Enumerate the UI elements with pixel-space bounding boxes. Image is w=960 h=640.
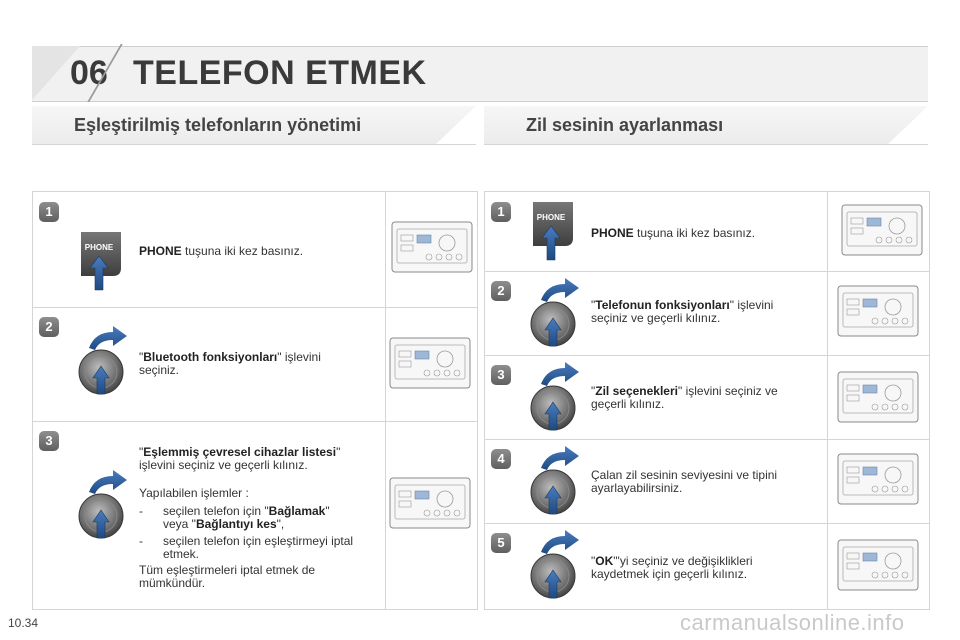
step-number-badge: 2 xyxy=(491,281,511,301)
right-step-1: 1 PHONE tuşuna iki kez basınız. xyxy=(485,192,929,272)
radio-unit-icon xyxy=(841,204,923,256)
header-band xyxy=(32,46,928,102)
watermark: carmanualsonline.info xyxy=(680,610,905,635)
left-step-2: 2 "Bluetooth fonksiyonları" işlevini seç… xyxy=(33,307,477,422)
right-step-3: 3 "Zil seçenekleri" işlevini seçiniz ve … xyxy=(485,355,929,440)
step-instruction: "Bluetooth fonksiyonları" işlevini seçin… xyxy=(139,350,321,377)
left-section-title: Eşleştirilmiş telefonların yönetimi xyxy=(74,115,362,135)
right-section-title: Zil sesinin ayarlanması xyxy=(526,115,724,135)
rotary-knob-icon xyxy=(530,445,580,515)
phone-button-icon xyxy=(532,201,574,261)
rotary-knob-icon xyxy=(530,529,580,599)
step-number-badge: 1 xyxy=(491,202,511,222)
rotary-knob-icon xyxy=(530,277,580,347)
left-steps-panel: 1 PHONE tuşuna iki kez basınız. 2 "Bluet… xyxy=(32,191,478,610)
left-section-heading: Eşleştirilmiş telefonların yönetimi xyxy=(32,106,476,145)
step-instruction: "Eşlemmiş çevresel cihazlar listesi" işl… xyxy=(139,445,341,472)
radio-unit-icon xyxy=(837,285,919,337)
chapter-number: 06 xyxy=(70,54,108,92)
rotary-knob-icon xyxy=(78,469,128,539)
step-instruction: "Zil seçenekleri" işlevini seçiniz ve ge… xyxy=(591,384,778,411)
left-step-1: 1 PHONE tuşuna iki kez basınız. xyxy=(33,192,477,308)
step-number-badge: 3 xyxy=(39,431,59,451)
radio-unit-icon xyxy=(837,371,919,423)
radio-unit-icon xyxy=(837,453,919,505)
right-steps-panel: 1 PHONE tuşuna iki kez basınız. 2 "Telef… xyxy=(484,191,930,610)
step-number-badge: 4 xyxy=(491,449,511,469)
step-instruction: "OK"'yi seçiniz ve değişiklikleri kaydet… xyxy=(591,554,753,581)
step-number-badge: 1 xyxy=(39,202,59,222)
page-number: 10.34 xyxy=(8,616,39,630)
phone-button-icon xyxy=(80,231,122,291)
step-number-badge: 3 xyxy=(491,365,511,385)
step-instruction: PHONE tuşuna iki kez basınız. xyxy=(591,226,756,240)
header-corner xyxy=(32,46,80,100)
left-step-3: 3 "Eşlemmiş çevresel cihazlar listesi" i… xyxy=(33,421,477,609)
cancel-all-note: Tüm eşleştirmeleri iptal etmek de mümkün… xyxy=(139,563,316,590)
radio-unit-icon xyxy=(837,539,919,591)
step-number-badge: 2 xyxy=(39,317,59,337)
right-step-2: 2 "Telefonun fonksiyonları" işlevini seç… xyxy=(485,271,929,356)
step-number-badge: 5 xyxy=(491,533,511,553)
radio-unit-icon xyxy=(389,477,471,529)
radio-unit-icon xyxy=(391,221,473,273)
step-instruction: PHONE tuşuna iki kez basınız. xyxy=(139,244,304,258)
step-instruction: "Telefonun fonksiyonları" işlevini seçin… xyxy=(591,298,774,325)
radio-unit-icon xyxy=(389,337,471,389)
page-title: TELEFON ETMEK xyxy=(133,54,427,92)
right-step-4: 4 Çalan zil sesinin seviyesini ve tipini… xyxy=(485,439,929,524)
right-section-heading: Zil sesinin ayarlanması xyxy=(484,106,928,145)
bullet-dash: - xyxy=(139,504,143,518)
rotary-knob-icon xyxy=(78,325,128,395)
bullet-dash: - xyxy=(139,534,143,548)
operations-heading: Yapılabilen işlemler : xyxy=(139,486,249,500)
step-instruction: Çalan zil sesinin seviyesini ve tipini a… xyxy=(591,468,778,495)
rotary-knob-icon xyxy=(530,361,580,431)
bullet-cancel-pairing: seçilen telefon için eşleştirmeyi iptal … xyxy=(163,534,354,561)
right-step-5: 5 "OK"'yi seçiniz ve değişiklikleri kayd… xyxy=(485,523,929,609)
bullet-connect-disconnect: seçilen telefon için "Bağlamak" veya "Ba… xyxy=(163,504,330,531)
